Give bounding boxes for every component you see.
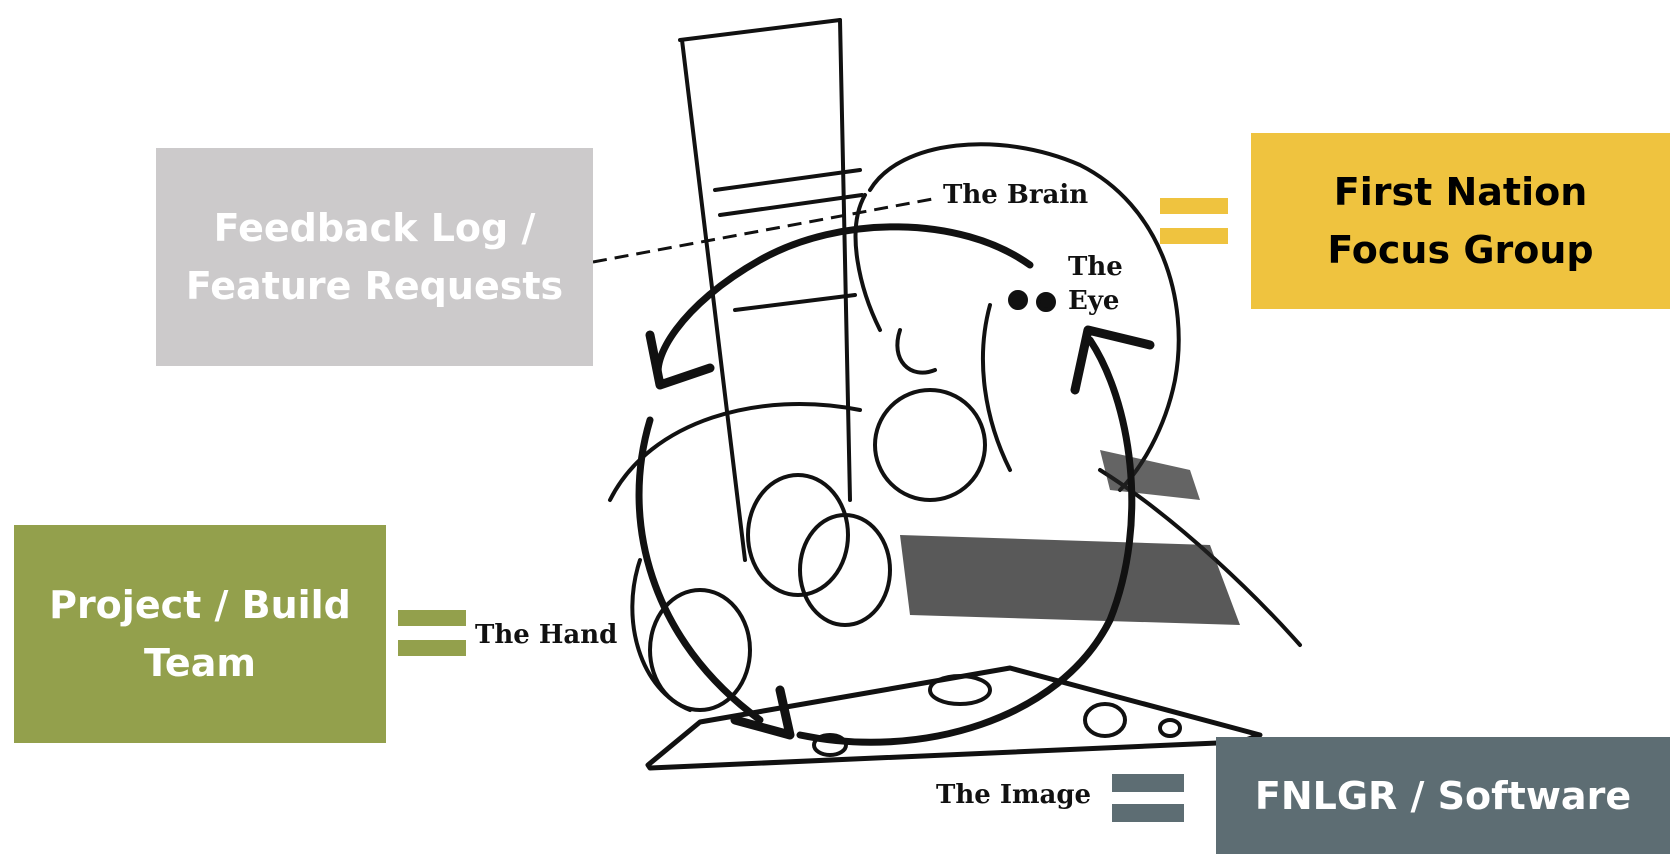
focus-group-box: First Nation Focus Group — [1251, 133, 1670, 309]
label-the-image: The Image — [936, 780, 1092, 810]
software-box: FNLGR / Software — [1216, 737, 1670, 854]
feedback-line2: Feature Requests — [185, 264, 564, 308]
label-the-hand: The Hand — [475, 620, 618, 650]
label-eye-line2: Eye — [1068, 286, 1120, 316]
focus-line1: First Nation — [1333, 170, 1588, 214]
project-line2: Team — [144, 641, 256, 685]
software-line1: FNLGR / Software — [1254, 773, 1632, 818]
equals-sign-focus — [1160, 198, 1228, 244]
equals-sign-software — [1112, 774, 1184, 822]
equals-sign-project — [398, 610, 466, 656]
label-the-brain: The Brain — [943, 180, 1089, 210]
feedback-log-box: Feedback Log / Feature Requests — [156, 148, 593, 366]
feedback-line1: Feedback Log / — [213, 206, 536, 250]
project-line1: Project / Build — [49, 583, 351, 627]
label-eye-line1: The — [1068, 252, 1123, 282]
focus-line2: Focus Group — [1327, 228, 1594, 272]
project-team-box: Project / Build Team — [14, 525, 386, 743]
label-the-eye: The Eye — [1068, 250, 1148, 318]
